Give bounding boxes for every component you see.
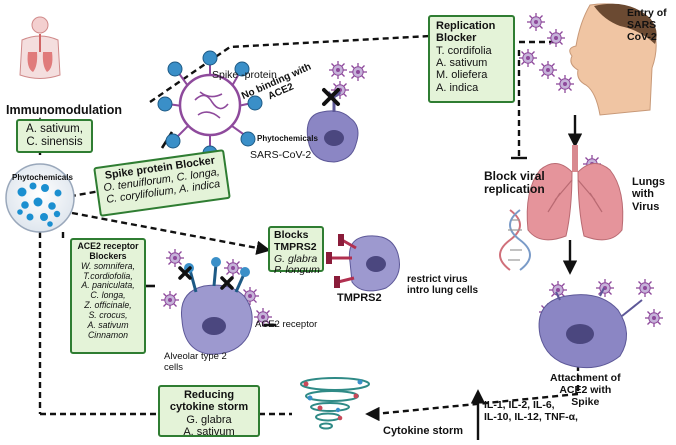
attachment-line1: Attachment of	[550, 372, 621, 384]
box-item: G. glabra	[274, 252, 318, 265]
cytokine-storm-label: Cytokine storm	[383, 425, 464, 437]
tmprs2-label: TMPRS2	[337, 292, 382, 304]
box-title: Replication	[436, 20, 496, 32]
box-item: W. somnifera,	[81, 260, 135, 271]
box-title-2: TMPRS2	[274, 240, 317, 253]
attachment-label: Attachment of ACE2 with Spike	[550, 372, 621, 408]
lungs-line1: Lungs	[632, 176, 665, 188]
box-item: G. glabra	[186, 413, 232, 426]
box-item: Z. officinale,	[84, 300, 132, 311]
interleukins-label: IL-1, IL-2, IL-6, IL-10, IL-12, TNF-α,	[484, 399, 578, 424]
alveolar-line2: cells	[164, 361, 184, 373]
reducing-cytokine-storm-box: Reducing cytokine storm G. glabra A. sat…	[158, 385, 260, 438]
box-item: C. longa,	[90, 290, 126, 301]
lungs-line2: with	[632, 188, 654, 201]
attachment-cell-icon	[538, 287, 643, 369]
replication-blocker-box: Replication Blocker T. cordifolia A. sat…	[428, 15, 515, 103]
box-title-2: cytokine storm	[169, 401, 249, 414]
alveolar-cell-icon	[178, 257, 253, 355]
box-item: T.cordiofolia,	[83, 270, 133, 281]
entry-label: Entry of SARS CoV-2	[627, 7, 667, 43]
block-x-icon	[322, 88, 340, 106]
ace2-receptor-label: ACE2 receptor	[255, 319, 318, 330]
spike-protein-label: Spike -protein	[212, 69, 277, 81]
block-viral-replication-label: Block viral replication	[484, 169, 545, 197]
box-item: A. sativum	[436, 56, 488, 69]
box-item: A. sativum	[183, 425, 235, 438]
human-respiratory-icon	[19, 16, 61, 79]
human-head-icon	[569, 3, 657, 116]
restrict-line1: restrict virus	[407, 274, 468, 285]
attachment-line3: Spike	[571, 395, 600, 408]
box-title: ACE2 receptor	[77, 241, 139, 251]
box-item: Cinnamon	[87, 329, 129, 340]
alveolar-line1: Alveolar type 2	[164, 351, 227, 362]
lungs-line3: Virus	[632, 200, 660, 213]
immunomodulation-label: Immunomodulation	[6, 103, 122, 117]
restrict-line2: intro lung cells	[407, 285, 479, 297]
block-viral-line2: replication	[484, 182, 545, 197]
phytochemicals-virus-label: Phytochemicals	[257, 134, 318, 143]
sars-cov-2-label: SARS-CoV-2	[250, 149, 312, 161]
alveolar-cells-label: Alveolar type 2 cells	[164, 351, 227, 373]
tornado-icon	[300, 377, 370, 430]
phytochemical-dish-icon	[5, 163, 75, 233]
box-title-2: Blocker	[436, 32, 477, 45]
phytochemicals-label: Phytochemicals	[12, 173, 73, 182]
immunomodulation-box: A. sativum, C. sinensis	[16, 119, 93, 153]
box-item: A. paniculata,	[81, 280, 135, 291]
box-item: A. indica	[436, 81, 479, 94]
box-item: C. sinensis	[26, 135, 83, 148]
block-viral-line1: Block viral	[484, 169, 545, 183]
attachment-line2: ACE2 with	[559, 383, 612, 396]
box-item: A. sativum	[87, 319, 129, 330]
lungs-icon	[526, 145, 624, 241]
box-item: S. crocus,	[88, 309, 128, 320]
tmprs2-cell-icon	[326, 234, 400, 292]
ace2-cell-icon	[306, 91, 359, 163]
entry-line3: CoV-2	[627, 30, 657, 43]
dna-helix-icon	[499, 209, 531, 271]
interleukins-line2: IL-10, IL-12, TNF-α,	[484, 410, 578, 423]
entry-line2: SARS	[627, 18, 657, 31]
restrict-virus-label: restrict virus intro lung cells	[407, 274, 478, 296]
interleukins-line1: IL-1, IL-2, IL-6,	[484, 399, 555, 411]
entry-line1: Entry of	[627, 7, 667, 19]
lungs-label: Lungs with Virus	[632, 176, 665, 213]
box-title: Blocks	[274, 229, 309, 241]
box-item: P. longum	[274, 264, 320, 277]
ace2-receptor-blockers-box: ACE2 receptor Blockers W. somnifera, T.c…	[70, 238, 146, 354]
box-item: M. oliefera	[436, 69, 488, 82]
tmprs2-blocker-box: Blocks TMPRS2 G. glabra P. longum	[268, 226, 324, 276]
box-item: A. sativum,	[26, 123, 83, 135]
box-title-2: Blockers	[89, 250, 127, 261]
box-item: T. cordifolia	[436, 44, 492, 57]
box-title: Reducing	[183, 389, 235, 401]
